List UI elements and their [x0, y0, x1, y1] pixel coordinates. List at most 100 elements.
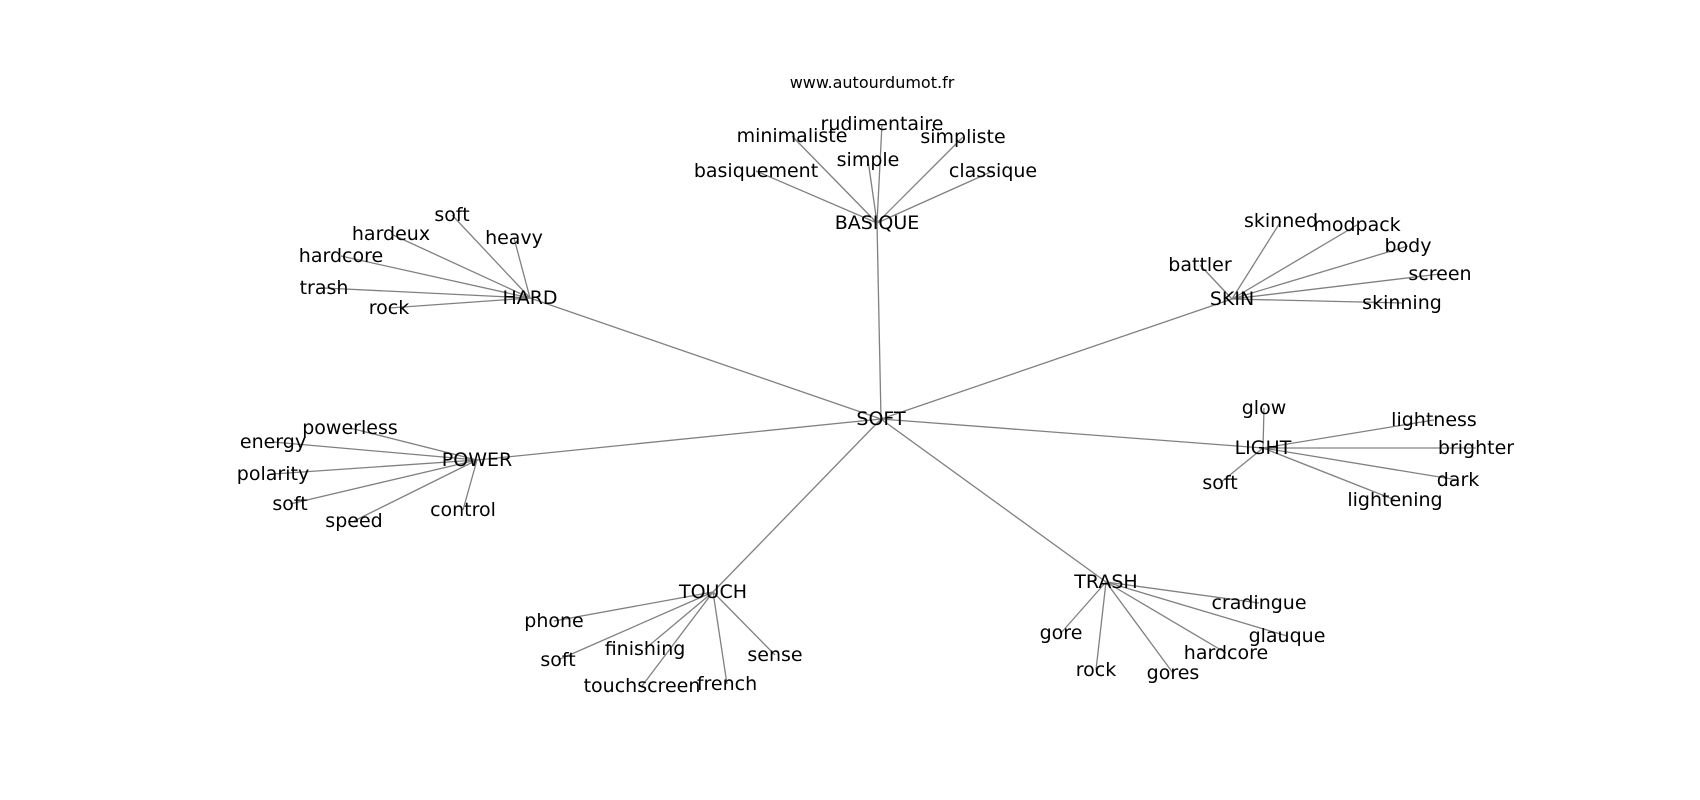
leaf-node: classique: [949, 160, 1037, 182]
leaf-node: simple: [837, 149, 900, 171]
cluster-node-hard: HARD: [502, 287, 557, 309]
edge-touch-leaf: [712, 591, 776, 656]
leaf-node: sense: [747, 644, 802, 666]
leaf-node: control: [430, 499, 496, 521]
edge-hard-leaf: [340, 255, 531, 299]
leaf-node: rudimentaire: [821, 113, 944, 135]
edge-center-touch: [712, 418, 882, 593]
edge-light-leaf: [1262, 419, 1435, 449]
leaf-node: finishing: [605, 638, 686, 660]
edge-basique-leaf: [755, 170, 878, 224]
leaf-node: soft: [272, 493, 307, 515]
edge-trash-leaf: [1105, 581, 1227, 654]
leaf-node: cradingue: [1211, 592, 1306, 614]
source-label: www.autourdumot.fr: [790, 73, 955, 92]
leaf-node: body: [1385, 235, 1432, 257]
edge-light-leaf: [1262, 407, 1265, 449]
edge-power-leaf: [272, 441, 478, 461]
edge-touch-leaf: [712, 591, 728, 685]
edge-center-trash: [880, 418, 1107, 583]
edge-skin-leaf: [1231, 224, 1358, 300]
edge-trash-leaf: [1060, 581, 1107, 634]
leaf-node: minimaliste: [737, 125, 848, 147]
leaf-node: french: [697, 673, 757, 695]
edge-touch-leaf: [557, 591, 714, 661]
leaf-node: brighter: [1438, 437, 1514, 459]
edge-skin-leaf: [1231, 273, 1441, 300]
edge-hard-leaf: [388, 297, 531, 309]
leaf-node: basiquement: [694, 160, 818, 182]
edge-center-skin: [880, 298, 1233, 420]
leaf-node: lightness: [1391, 409, 1477, 431]
leaf-node: energy: [240, 431, 306, 453]
cluster-node-basique: BASIQUE: [835, 212, 920, 234]
edge-power-leaf: [462, 459, 478, 511]
edge-hard-leaf: [513, 237, 531, 299]
leaf-node: skinned: [1244, 210, 1318, 232]
edge-trash-leaf: [1105, 581, 1288, 637]
leaf-node: modpack: [1313, 214, 1400, 236]
edge-hard-leaf: [390, 233, 531, 299]
edge-touch-leaf: [641, 591, 714, 687]
edge-skin-leaf: [1231, 220, 1282, 300]
leaf-node: soft: [540, 649, 575, 671]
leaf-node: heavy: [485, 227, 543, 249]
leaf-node: soft: [1202, 472, 1237, 494]
edge-power-leaf: [349, 427, 478, 461]
leaf-node: hardeux: [352, 223, 430, 245]
edge-basique-leaf: [867, 159, 878, 224]
edge-touch-leaf: [553, 591, 714, 622]
leaf-node: powerless: [302, 417, 398, 439]
cluster-node-power: POWER: [442, 449, 512, 471]
edge-trash-leaf: [1105, 581, 1260, 604]
leaf-node: lightening: [1347, 489, 1442, 511]
cluster-node-light: LIGHT: [1235, 437, 1292, 459]
edge-center-power: [476, 418, 882, 461]
edge-skin-leaf: [1231, 245, 1409, 300]
edge-center-basique: [876, 222, 882, 420]
edges: [272, 123, 1476, 687]
leaf-node: rock: [369, 297, 409, 319]
leaf-node: phone: [524, 610, 583, 632]
center-node: SOFT: [856, 408, 906, 430]
leaf-node: glow: [1242, 397, 1287, 419]
edge-trash-leaf: [1095, 581, 1107, 671]
edge-power-leaf: [289, 459, 478, 505]
edge-hard-leaf: [323, 287, 531, 299]
edge-power-leaf: [353, 459, 478, 522]
leaf-node: simpliste: [920, 126, 1005, 148]
leaf-node: skinning: [1362, 292, 1442, 314]
leaf-node: hardcore: [299, 245, 383, 267]
leaf-node: battler: [1168, 254, 1232, 276]
leaf-node: rock: [1076, 659, 1116, 681]
edge-center-hard: [529, 297, 882, 420]
edge-hard-leaf: [451, 214, 531, 299]
edge-basique-leaf: [791, 135, 878, 224]
edge-skin-leaf: [1231, 298, 1403, 304]
edge-center-light: [880, 418, 1264, 449]
leaf-node: hardcore: [1184, 642, 1268, 664]
edge-trash-leaf: [1105, 581, 1174, 674]
edge-basique-leaf: [876, 170, 994, 224]
leaf-node: touchscreen: [584, 675, 701, 697]
leaf-node: glauque: [1249, 625, 1326, 647]
leaf-node: soft: [434, 204, 469, 226]
edge-light-leaf: [1262, 447, 1396, 501]
cluster-node-skin: SKIN: [1210, 288, 1254, 310]
edge-skin-leaf: [1199, 264, 1233, 300]
edge-light-leaf: [1262, 447, 1459, 481]
cluster-node-trash: TRASH: [1073, 571, 1137, 593]
leaf-node: gore: [1040, 622, 1083, 644]
leaf-node: speed: [325, 510, 382, 532]
edge-basique-leaf: [876, 136, 964, 224]
edge-power-leaf: [272, 459, 478, 475]
leaf-node: polarity: [237, 463, 309, 485]
edge-touch-leaf: [644, 591, 714, 650]
leaf-node: trash: [300, 277, 349, 299]
leaf-node: dark: [1437, 469, 1480, 491]
leaf-node: gores: [1147, 662, 1200, 684]
leaf-node: screen: [1408, 263, 1471, 285]
cluster-node-touch: TOUCH: [678, 581, 747, 603]
